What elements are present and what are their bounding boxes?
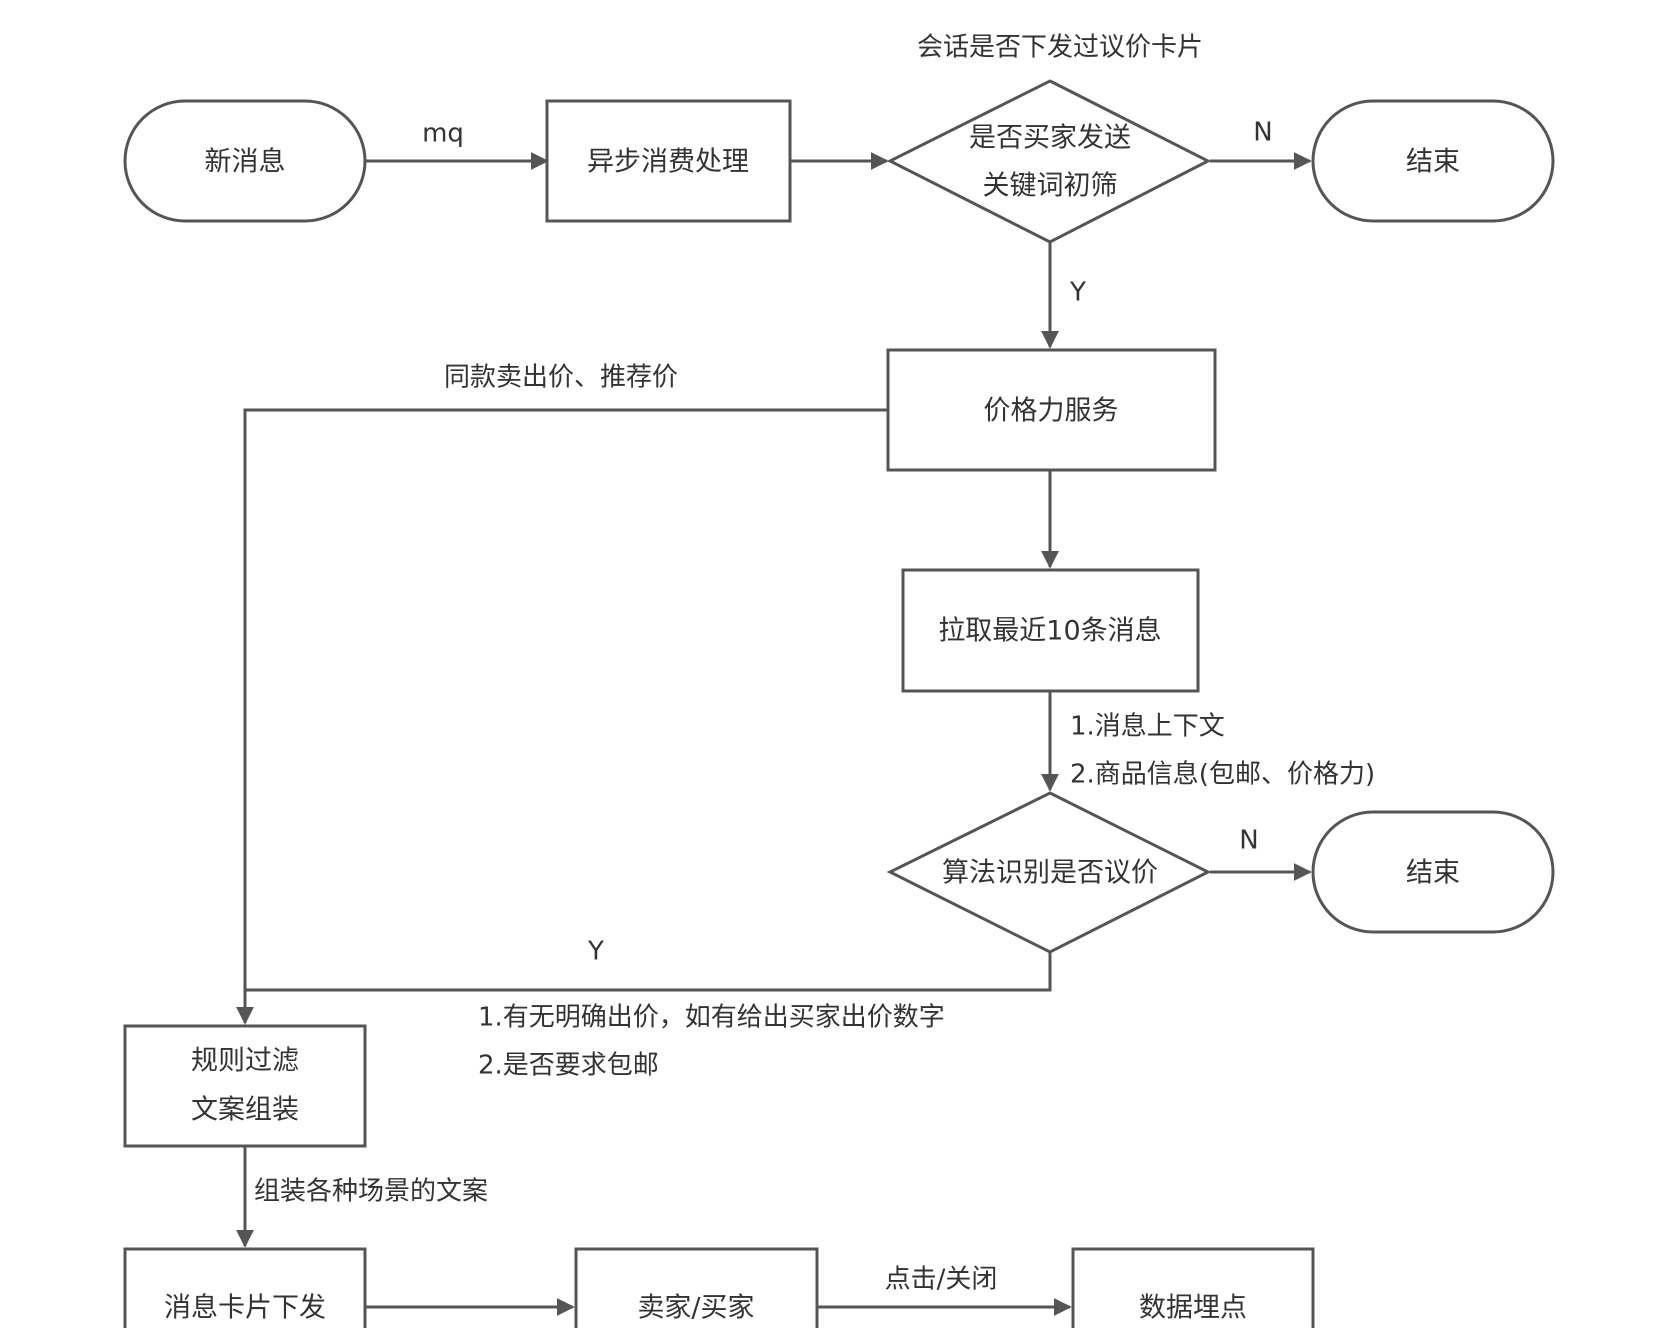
node-new-message-label: 新消息 (205, 147, 286, 178)
edge-price-to-rule (236, 408, 888, 1025)
label-context-2: 2.商品信息(包邮、价格力) (1070, 760, 1375, 790)
node-rule-filter: 规则过滤 文案组装 (123, 1024, 367, 1148)
node-buyer-keyword-check-line2: 关键词初筛 (983, 171, 1118, 202)
node-rule-filter-line2: 文案组装 (191, 1095, 299, 1126)
node-algo-recognize-label: 算法识别是否议价 (942, 858, 1158, 889)
node-new-message: 新消息 (123, 99, 367, 223)
label-mq: mq (422, 119, 464, 149)
node-algo-recognize: 算法识别是否议价 (886, 791, 1212, 954)
label-n-1: N (1253, 118, 1272, 148)
label-y-1: Y (1069, 278, 1086, 308)
label-algo-out-2: 2.是否要求包邮 (478, 1051, 659, 1081)
node-seller-buyer: 卖家/买家 (574, 1247, 819, 1328)
node-price-service: 价格力服务 (886, 348, 1217, 472)
node-async-consume-label: 异步消费处理 (587, 147, 749, 178)
label-context-1: 1.消息上下文 (1070, 712, 1225, 742)
node-buyer-keyword-check: 是否买家发送 关键词初筛 (886, 79, 1212, 244)
node-pull-messages-label: 拉取最近10条消息 (938, 616, 1161, 647)
node-price-service-label: 价格力服务 (984, 396, 1119, 427)
node-seller-buyer-label: 卖家/买家 (637, 1293, 754, 1324)
node-end-1-label: 结束 (1406, 147, 1460, 178)
label-y-2: Y (587, 937, 604, 967)
node-async-consume: 异步消费处理 (545, 99, 792, 223)
node-buyer-keyword-check-line1: 是否买家发送 (969, 123, 1131, 154)
label-session-check: 会话是否下发过议价卡片 (917, 33, 1203, 63)
node-pull-messages: 拉取最近10条消息 (901, 568, 1200, 693)
edge-algo-to-rule (245, 952, 1052, 992)
label-assemble: 组装各种场景的文案 (254, 1177, 488, 1207)
connectors (236, 152, 1312, 1316)
node-end-2: 结束 (1311, 810, 1555, 934)
node-end-2-label: 结束 (1406, 858, 1460, 889)
edge-labels: 会话是否下发过议价卡片 mq N Y 同款卖出价、推荐价 1.消息上下文 2.商… (254, 33, 1375, 1295)
node-data-tracking-label: 数据埋点 (1139, 1293, 1247, 1324)
label-n-2: N (1239, 826, 1258, 856)
label-same-style-price: 同款卖出价、推荐价 (444, 363, 678, 393)
node-rule-filter-line1: 规则过滤 (191, 1046, 299, 1077)
label-click-close: 点击/关闭 (885, 1265, 998, 1295)
node-card-send-label: 消息卡片下发 (164, 1293, 326, 1324)
label-algo-out-1: 1.有无明确出价，如有给出买家出价数字 (478, 1003, 945, 1033)
node-data-tracking: 数据埋点 (1071, 1247, 1315, 1328)
node-card-send: 消息卡片下发 (123, 1247, 367, 1328)
node-end-1: 结束 (1311, 99, 1555, 223)
